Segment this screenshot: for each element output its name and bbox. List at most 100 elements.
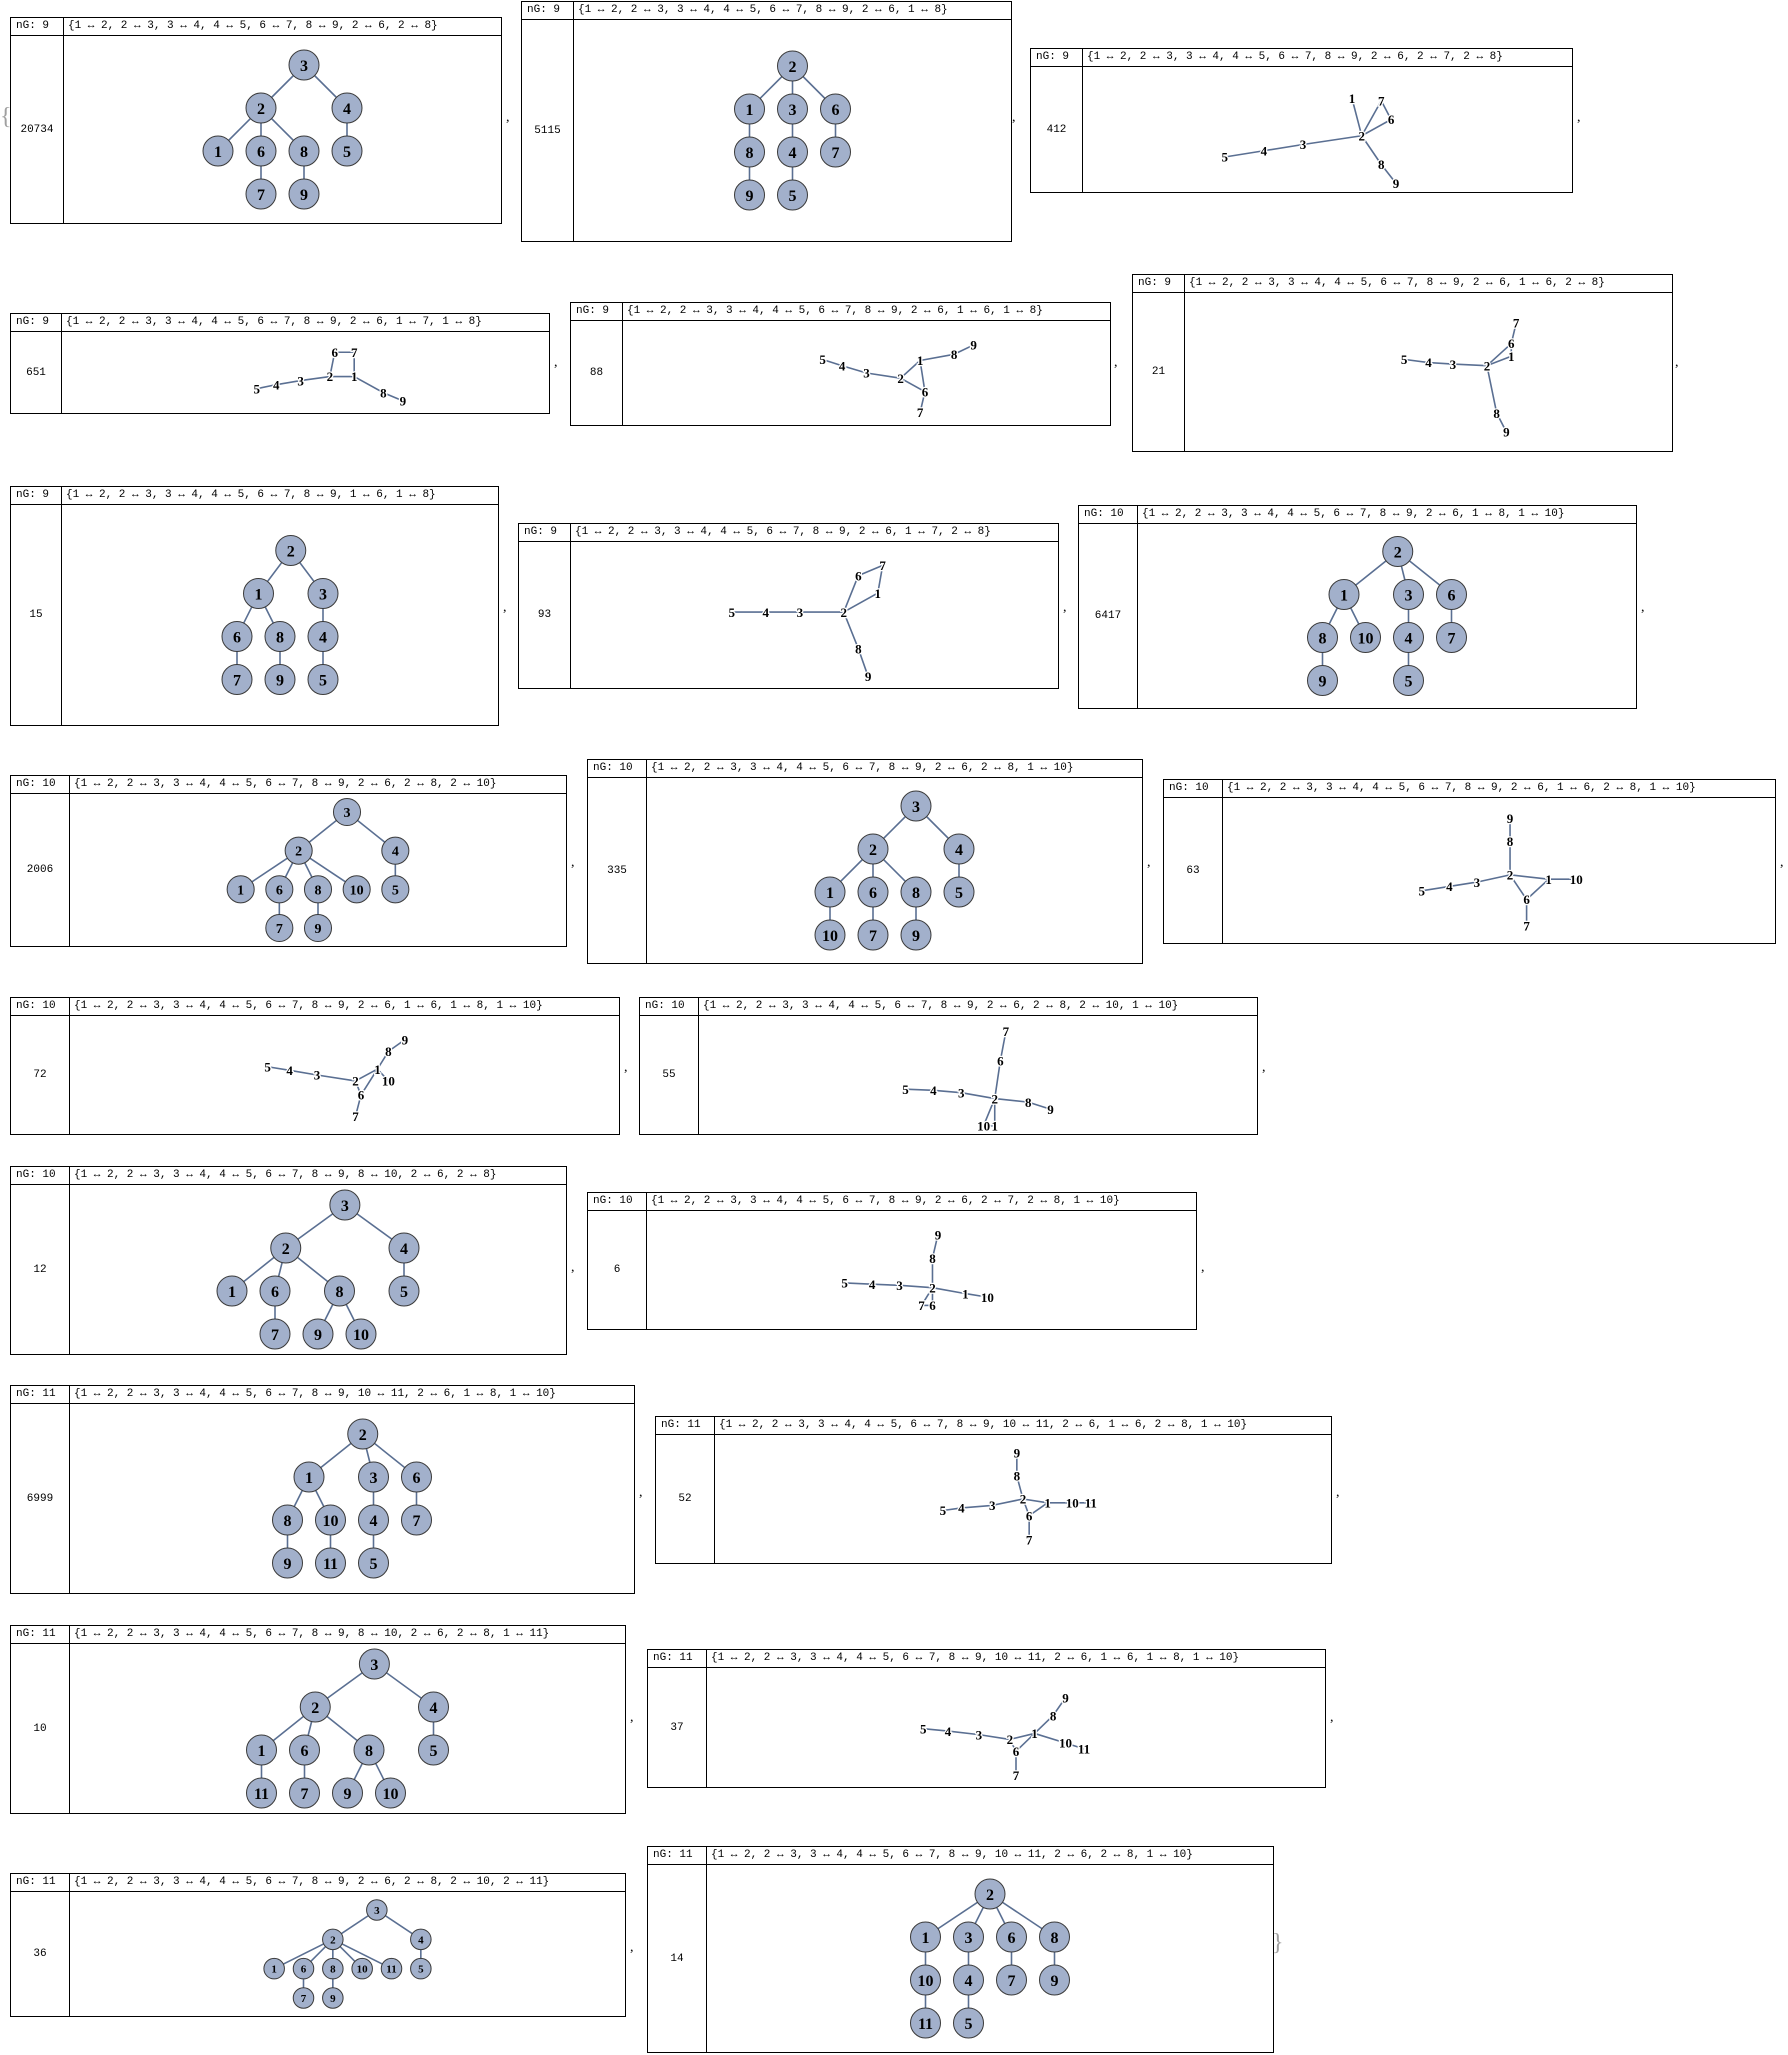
vertex-label: 8 (1050, 1708, 1057, 1723)
vertex-label: 10 (383, 1786, 399, 1803)
graph-vertex (264, 664, 296, 695)
vertex-label: 5 (841, 1276, 848, 1291)
graph-edge (993, 1060, 1002, 1099)
vertex-label: 9 (1062, 1690, 1069, 1705)
edge-list: {1 ↔ 2, 2 ↔ 3, 3 ↔ 4, 4 ↔ 5, 6 ↔ 7, 8 ↔ … (651, 1195, 1120, 1207)
vertex-label: 2 (929, 1280, 936, 1295)
vertex-label: 2 (1020, 1492, 1027, 1507)
panel-header: nG: 9{1 ↔ 2, 2 ↔ 3, 3 ↔ 4, 4 ↔ 5, 6 ↔ 7,… (522, 2, 1011, 20)
panel-header: nG: 11{1 ↔ 2, 2 ↔ 3, 3 ↔ 4, 4 ↔ 5, 6 ↔ 7… (648, 1847, 1273, 1865)
graph-vertex (259, 1275, 291, 1307)
vertex-label: 1 (374, 1062, 381, 1077)
graph-vertex (814, 919, 846, 951)
graph-count: 88 (571, 321, 623, 425)
graph-edge (256, 383, 277, 390)
graph-vertex (857, 919, 889, 951)
vertex-count-label: nG: 9 (571, 303, 623, 320)
vertex-label: 1 (1340, 587, 1348, 604)
graph-vertex (814, 876, 846, 908)
graph-vertex (265, 875, 294, 904)
graph-vertex (401, 1504, 432, 1536)
panel-header: nG: 10{1 ↔ 2, 2 ↔ 3, 3 ↔ 4, 4 ↔ 5, 6 ↔ 7… (11, 998, 619, 1016)
vertex-label: 5 (370, 1556, 378, 1573)
graph-edge (822, 358, 843, 367)
vertex-label: 3 (797, 605, 804, 620)
list-separator: , (639, 1485, 643, 1500)
graph-vertex (1393, 665, 1424, 696)
graph-edge (1380, 164, 1397, 184)
graph-vertex (1393, 579, 1424, 610)
vertex-label: 4 (930, 1083, 937, 1098)
vertex-label: 2 (840, 605, 847, 620)
vertex-label: 2 (1007, 1732, 1014, 1747)
vertex-label: 2 (897, 371, 904, 386)
vertex-label: 6 (1013, 1744, 1020, 1759)
graph-edge (1052, 1697, 1067, 1717)
vertex-label: 1 (1545, 872, 1552, 887)
graph-edge (842, 575, 860, 613)
vertex-label: 9 (1051, 1973, 1059, 1990)
graph-edge (1027, 1101, 1051, 1110)
graph-count: 6417 (1079, 524, 1138, 708)
vertex-count-label: nG: 9 (11, 487, 62, 504)
vertex-label: 6 (1388, 112, 1395, 127)
vertex-label: 6 (869, 885, 877, 902)
vertex-label: 1 (922, 1930, 930, 1947)
vertex-label: 5 (1418, 883, 1425, 898)
graph-vertex (974, 1878, 1006, 1910)
vertex-label: 3 (958, 1085, 965, 1100)
graph-panel: nG: 10{1 ↔ 2, 2 ↔ 3, 3 ↔ 4, 4 ↔ 5, 6 ↔ 7… (587, 759, 1143, 964)
vertex-label: 4 (370, 1513, 378, 1530)
graph-vertex (345, 1318, 377, 1350)
vertex-label: 3 (374, 1905, 380, 1917)
graph-vertex (289, 1777, 320, 1809)
graph-edge (332, 1938, 392, 1970)
vertex-label: 10 (981, 1290, 994, 1305)
graph-edge (1009, 1732, 1035, 1741)
graph-edge (383, 392, 404, 402)
graph-count: 36 (11, 1892, 70, 2016)
graph-vertex (910, 1921, 941, 1953)
graph-vertex (226, 875, 255, 904)
vertex-label: 3 (896, 1278, 903, 1293)
graph-panel: nG: 9{1 ↔ 2, 2 ↔ 3, 3 ↔ 4, 4 ↔ 5, 6 ↔ 7,… (10, 17, 502, 224)
graph-vertex (381, 875, 410, 904)
vertex-label: 3 (297, 373, 304, 388)
graph-vertex (1039, 1921, 1070, 1953)
vertex-label: 4 (1405, 630, 1413, 647)
vertex-label: 8 (1025, 1095, 1032, 1110)
vertex-label: 9 (344, 1786, 352, 1803)
graph-vertex (221, 664, 253, 695)
vertex-label: 9 (284, 1556, 292, 1573)
graph-edge (844, 1282, 873, 1285)
graph-edge (1421, 885, 1450, 892)
vertex-label: 6 (233, 629, 241, 646)
panel-header: nG: 11{1 ↔ 2, 2 ↔ 3, 3 ↔ 4, 4 ↔ 5, 6 ↔ 7… (648, 1650, 1325, 1668)
vertex-label: 4 (286, 1063, 293, 1078)
vertex-label: 2 (1507, 868, 1514, 883)
graph-edge (942, 1507, 962, 1512)
graph-vertex (380, 1957, 403, 1980)
vertex-label: 2 (311, 1700, 319, 1717)
vertex-count-label: nG: 9 (519, 524, 571, 541)
graph-edge (1028, 1502, 1049, 1517)
graph-vertex (820, 136, 851, 168)
vertex-label: 8 (929, 1251, 936, 1266)
graph-edge (900, 377, 926, 393)
graph-vertex (293, 1461, 325, 1493)
vertex-label: 7 (1003, 1024, 1010, 1039)
vertex-label: 4 (392, 845, 399, 860)
vertex-label: 7 (869, 928, 877, 945)
graph-edge (919, 353, 955, 362)
graph-vertex (322, 1957, 344, 1980)
panel-header: nG: 9{1 ↔ 2, 2 ↔ 3, 3 ↔ 4, 4 ↔ 5, 6 ↔ 7,… (11, 314, 549, 332)
vertex-label: 5 (400, 1284, 408, 1301)
vertex-label: 6 (358, 1088, 365, 1103)
edge-list: {1 ↔ 2, 2 ↔ 3, 3 ↔ 4, 4 ↔ 5, 6 ↔ 7, 8 ↔ … (711, 1849, 1193, 1861)
